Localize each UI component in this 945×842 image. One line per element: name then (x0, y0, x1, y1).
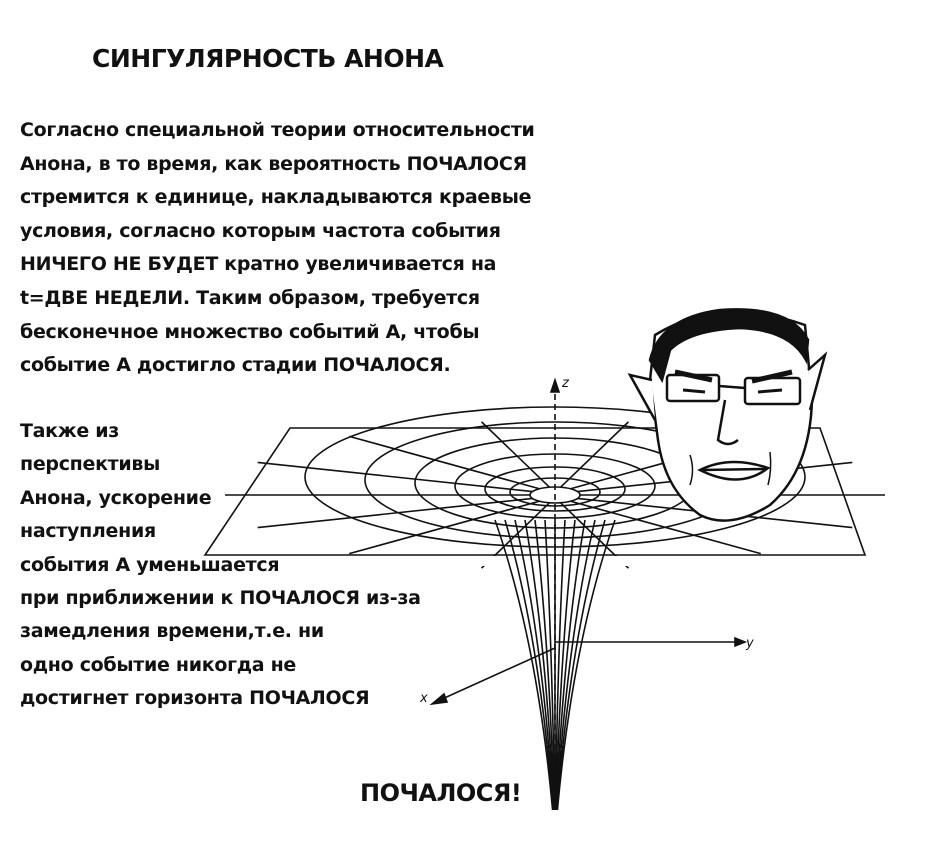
y-axis-arrow (734, 636, 748, 648)
funnel-line (556, 519, 606, 811)
page-title: СИНГУЛЯРНОСТЬ АНОНА (92, 44, 444, 73)
grid-radial (349, 500, 540, 555)
text-line: Анона, ускорение (20, 486, 212, 509)
text-line: события А уменьшается (20, 553, 280, 576)
z-axis-arrow (549, 377, 561, 393)
grid-radial (257, 461, 533, 493)
singularity-label: ПОЧАЛОСЯ! (360, 779, 522, 807)
text-line: при приближении к ПОЧАЛОСЯ из-за (20, 587, 421, 609)
x-axis (439, 647, 556, 701)
grid-radial (560, 421, 629, 488)
funnel-line (555, 519, 586, 811)
text-line: достигнет горизонта ПОЧАЛОСЯ (20, 687, 370, 710)
text-line: наступления (20, 520, 156, 543)
funnel-line (524, 519, 555, 811)
text-line: замедления времени,т.е. ни (20, 620, 324, 643)
grid-radial (349, 435, 540, 490)
mask (0, 556, 945, 566)
x-axis-label: x (420, 691, 428, 706)
grid-radial (570, 500, 761, 555)
text-line: t=ДВЕ НЕДЕЛИ. Таким образом, требуется (20, 287, 480, 309)
text-line: Согласно специальной теории относительно… (20, 119, 535, 141)
x-axis-arrow (429, 692, 449, 706)
funnel-line (554, 519, 566, 811)
text-line: Также из (20, 420, 120, 442)
funnel-line (544, 519, 556, 811)
grid-radial (481, 421, 550, 488)
text-line: НИЧЕГО НЕ БУДЕТ кратно увеличивается на (20, 253, 497, 276)
grid-radial (257, 497, 533, 529)
text-line: перспективы (20, 453, 161, 476)
text-line: одно событие никогда не (20, 653, 296, 676)
funnel-line (555, 519, 596, 811)
funnel-line (556, 519, 616, 811)
text-line: условия, согласно которым частота событи… (20, 219, 501, 242)
text-line: стремится к единице, накладываются краев… (20, 186, 532, 209)
y-axis-label: y (746, 636, 754, 651)
text-line: бесконечное множество событий А, чтобы (20, 320, 480, 343)
text-line: Анона, в то время, как вероятность ПОЧАЛ… (20, 152, 527, 175)
funnel-line (514, 519, 555, 811)
text-line: событие А достигло стадии ПОЧАЛОСЯ. (20, 354, 451, 377)
funnel-line (555, 519, 576, 811)
z-axis-label: z (562, 376, 569, 391)
funnel-line (494, 519, 554, 811)
funnel-line (504, 519, 554, 811)
grid-ring (509, 477, 601, 507)
face-drawing (627, 308, 828, 522)
